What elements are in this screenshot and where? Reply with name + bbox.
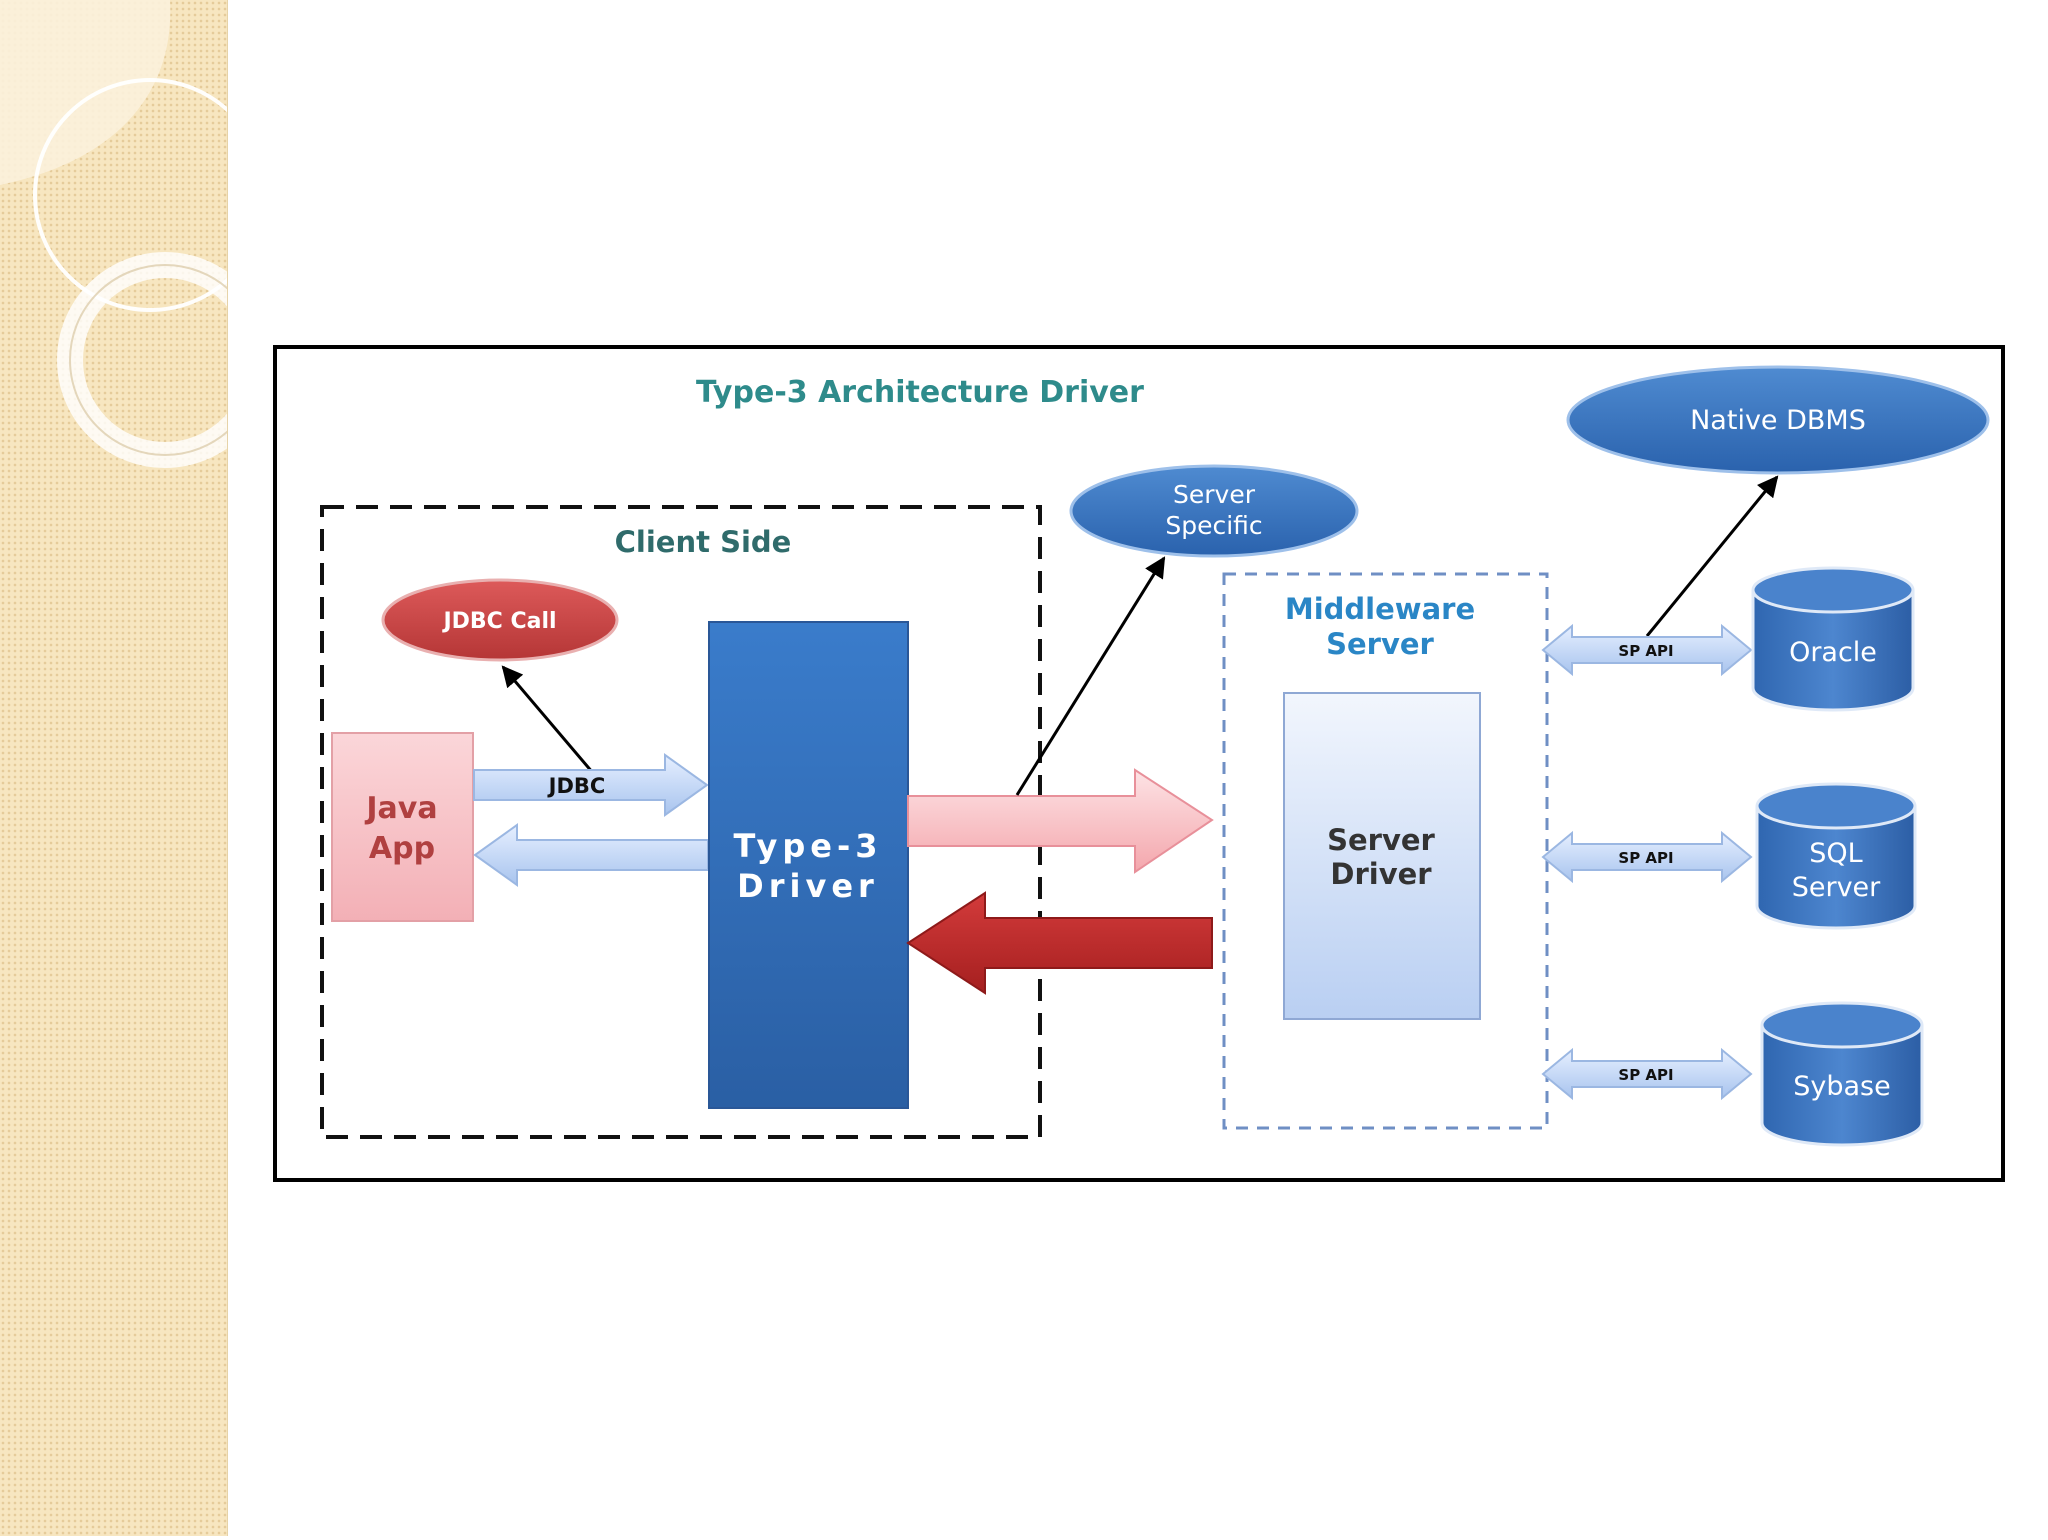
database-sqlserver: SQL Server [1755,782,1917,930]
jdbc-call-pointer [501,665,595,774]
server-specific-label-2: Specific [1165,511,1262,540]
middleware-label-1: Middleware [1285,592,1475,626]
sp-api-arrow-sybase: SP API [1541,1047,1753,1101]
sp-api-label-sqlserver: SP API [1618,849,1673,867]
response-arrow-left [906,891,1213,995]
jdbc-arrow-right [473,753,709,817]
return-arrow-left [473,823,709,887]
server-specific-pointer [1015,556,1166,796]
database-oracle-label: Oracle [1789,637,1877,668]
type3-driver-label-1: Type-3 [733,827,882,865]
java-app-label-1: Java [364,791,437,826]
database-sqlserver-label-2: Server [1792,872,1881,903]
jdbc-arrow-label: JDBC [547,774,606,798]
type3-driver-label-2: Driver [737,867,879,905]
server-driver-label-2: Driver [1330,857,1432,891]
server-specific-label-1: Server [1173,480,1256,509]
java-app-box [331,732,474,922]
sp-api-label-sybase: SP API [1618,1066,1673,1084]
native-dbms-oval [1566,365,1990,475]
database-sqlserver-label-1: SQL [1809,838,1862,869]
middleware-label-2: Server [1326,627,1434,661]
java-app-label-2: App [369,831,435,866]
sp-api-arrow-sqlserver: SP API [1541,830,1753,884]
database-sybase: Sybase [1760,1001,1924,1147]
jdbc-call-oval [381,578,619,662]
type3-driver-box [708,621,909,1109]
client-side-label: Client Side [615,525,792,559]
database-oracle: Oracle [1751,566,1915,712]
sp-api-label-oracle: SP API [1618,642,1673,660]
server-specific-oval [1069,464,1359,558]
sp-api-arrow-oracle: SP API [1541,623,1753,677]
request-arrow-right [907,768,1214,874]
middleware-server-box [1222,572,1549,1130]
server-driver-label-1: Server [1327,823,1435,857]
native-dbms-label: Native DBMS [1690,405,1866,436]
database-sybase-label: Sybase [1793,1071,1890,1102]
jdbc-call-label: JDBC Call [441,609,556,634]
server-driver-box [1283,692,1481,1020]
diagram-title: Type-3 Architecture Driver [696,375,1144,410]
native-dbms-pointer [1645,475,1779,637]
sidebar-pattern [0,0,273,1536]
